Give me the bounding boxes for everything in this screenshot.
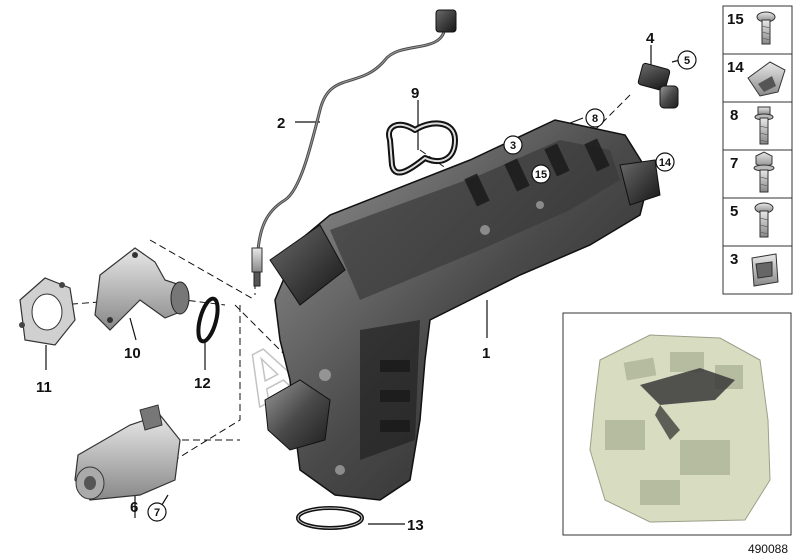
circle-callout-8-bg: [585, 108, 605, 128]
callout-1: 1: [482, 345, 490, 362]
circled-callouts: [147, 50, 697, 522]
legend-num-7: 7: [730, 155, 738, 172]
legend-item-8: 8: [730, 106, 774, 145]
legend-item-15: 15: [727, 11, 776, 45]
legend-num-5: 5: [730, 203, 738, 220]
callout-10: 10: [124, 345, 141, 362]
cable-clip-icon: [747, 61, 786, 97]
callout-12: 12: [194, 375, 211, 392]
callout-13: 13: [407, 517, 424, 534]
part-6-actuator: [74, 404, 181, 501]
legend-item-5: 5: [730, 202, 774, 238]
part-11-gasket-plate: [19, 277, 76, 346]
spring-nut-icon: [751, 253, 779, 287]
legend-item-3: 3: [730, 251, 779, 287]
legend-item-7: 7: [730, 151, 775, 193]
callout-11: 11: [36, 379, 52, 396]
callout-2: 2: [277, 115, 285, 132]
circle-callout-5: 5: [684, 55, 690, 67]
circled-callout-labels: 5 8 3 15 14 7: [154, 55, 690, 519]
legend-num-15: 15: [727, 11, 744, 28]
part-9-gasket: [386, 120, 458, 176]
circle-callout-5-bg: [677, 50, 697, 70]
callout-labels: 2 9 4 1 10 11 12 6 13: [36, 30, 655, 534]
highlighted-manifold: [640, 368, 735, 405]
circle-callout-7-bg: [147, 502, 167, 522]
legend-num-8: 8: [730, 107, 738, 124]
torx-screw-icon: [754, 202, 774, 238]
part-2-sensor-cable: [251, 9, 457, 287]
hardware-legend-panel: 15 14 8 7: [722, 5, 793, 295]
engine-illustration: [589, 334, 771, 523]
part-4-sensor: [637, 62, 679, 109]
collar-bolt-icon: [754, 106, 774, 145]
circle-callout-15-bg: [531, 164, 551, 184]
part-10-elbow: [94, 247, 190, 331]
legend-item-14: 14: [727, 59, 786, 97]
circle-callout-7: 7: [154, 507, 160, 519]
circle-callout-8: 8: [592, 113, 598, 125]
circle-callout-3-bg: [503, 135, 523, 155]
legend-num-14: 14: [727, 59, 744, 76]
legend-num-3: 3: [730, 251, 738, 268]
circle-callout-14-bg: [655, 152, 675, 172]
callout-9: 9: [411, 85, 419, 102]
circle-callout-15: 15: [535, 169, 547, 181]
torx-bolt-icon: [756, 11, 776, 45]
circle-callout-14: 14: [659, 157, 672, 169]
callout-6: 6: [130, 499, 138, 516]
circle-callout-3: 3: [510, 140, 516, 152]
part-13-seal-ring: [296, 506, 364, 530]
callout-4: 4: [646, 30, 655, 47]
engine-location-inset: [562, 312, 792, 536]
catalog-number: 490088: [747, 542, 788, 556]
part-12-o-ring: [196, 296, 220, 344]
hex-collar-bolt-icon: [753, 151, 775, 193]
